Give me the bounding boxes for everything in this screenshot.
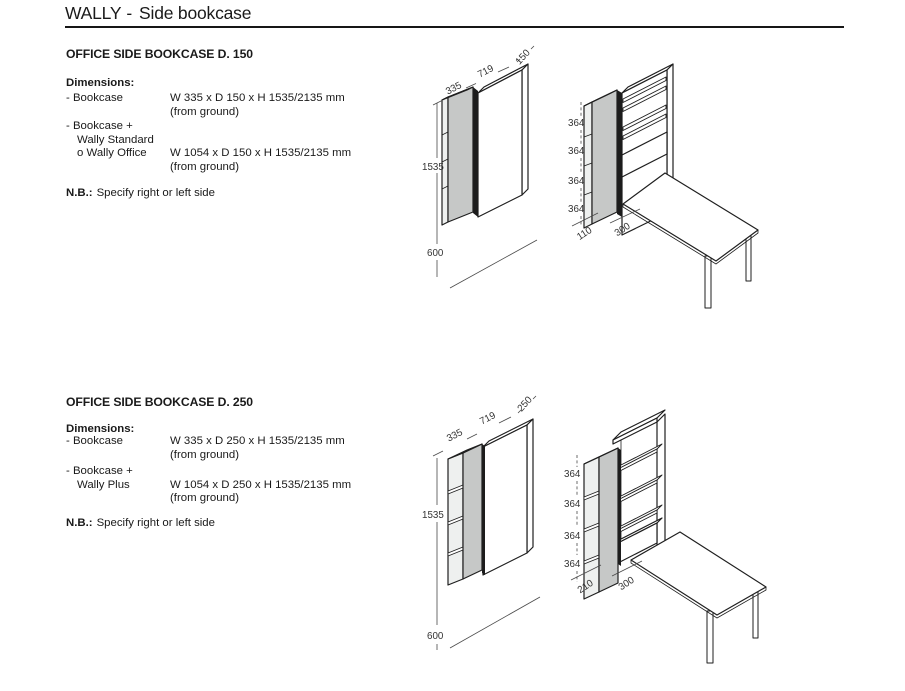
- row-value-note: (from ground): [170, 105, 240, 118]
- object-side-bookcase: [583, 447, 621, 600]
- dim-label-height: 1535: [422, 510, 444, 521]
- row-value: W 1054 x D 250 x H 1535/2135 mm: [170, 478, 352, 491]
- dim-label-spacing: 364: [564, 559, 581, 570]
- dim-label-depth: 150: [514, 47, 533, 67]
- dimension-lines: [571, 102, 641, 227]
- header-rule: [65, 26, 844, 28]
- dimension-row: - Bookcase + Wally Standard o Wally Offi…: [66, 120, 396, 174]
- dimensions-label: Dimensions:: [66, 423, 135, 435]
- dim-label-ground: 600: [427, 631, 444, 642]
- dim-label-spacing: 364: [568, 176, 585, 187]
- row-value: W 335 x D 150 x H 1535/2135 mm: [170, 92, 345, 104]
- nb-note: N.B.:Specify right or left side: [66, 187, 215, 201]
- row-value-note: (from ground): [170, 448, 240, 461]
- dim-label-spacing: 364: [568, 118, 585, 129]
- section-heading: OFFICE SIDE BOOKCASE D. 150: [66, 47, 253, 61]
- object-desk: [630, 531, 767, 664]
- dimension-row: - Bookcase W 335 x D 150 x H 1535/2135 m…: [66, 92, 396, 119]
- row-value: W 335 x D 250 x H 1535/2135 mm: [170, 435, 345, 447]
- dim-label-width-panel: 719: [476, 63, 496, 80]
- row-label: - Bookcase: [66, 435, 123, 447]
- dimension-lines: [570, 455, 643, 582]
- dimension-row: - Bookcase W 335 x D 250 x H 1535/2135 m…: [66, 435, 396, 462]
- page-title-product: WALLY: [65, 3, 122, 23]
- object-desk: [622, 172, 759, 309]
- drawing-d150-bookcase-desk: 364 364 364 364 110 300: [568, 63, 759, 309]
- page-title-separator: -: [126, 3, 133, 23]
- object-bookcase-panel: [447, 418, 534, 586]
- row-label: - Bookcase +: [66, 465, 133, 477]
- page-title-variant: Side bookcase: [139, 3, 252, 23]
- dim-label-depth: 250: [516, 394, 535, 414]
- page-title: WALLY-Side bookcase: [65, 3, 251, 24]
- nb-label: N.B.:: [66, 187, 93, 199]
- object-side-bookcase: [583, 89, 622, 229]
- dim-label-spacing: 364: [564, 531, 581, 542]
- dim-label-offset: 300: [617, 575, 637, 593]
- section-heading: OFFICE SIDE BOOKCASE D. 250: [66, 395, 253, 409]
- dimension-lines: [432, 45, 538, 289]
- row-label: - Bookcase +: [66, 120, 133, 132]
- dim-label-spacing: 364: [568, 146, 585, 157]
- dim-label-spacing: 364: [564, 499, 581, 510]
- nb-label: N.B.:: [66, 517, 93, 529]
- row-label: Wally Plus: [77, 478, 130, 491]
- dim-label-depth-front: 110: [575, 225, 595, 243]
- drawing-d150-bookcase: 335 719 150 1535 600: [422, 45, 538, 289]
- row-label: o Wally Office: [77, 147, 147, 159]
- row-label: Wally Standard: [77, 133, 154, 146]
- object-bookcase-panel: [441, 63, 529, 226]
- dim-label-spacing: 364: [564, 469, 581, 480]
- dim-label-width-bookcase: 335: [445, 427, 465, 444]
- row-value: W 1054 x D 150 x H 1535/2135 mm: [170, 147, 352, 159]
- nb-text: Specify right or left side: [96, 517, 215, 529]
- dimension-lines: [432, 395, 541, 650]
- drawing-d250-bookcase: 335 719 250 1535 600: [422, 394, 541, 650]
- dimension-row: - Bookcase + Wally Plus W 1054 x D 250 x…: [66, 465, 396, 506]
- dim-label-spacing: 364: [568, 204, 585, 215]
- dimensions-label: Dimensions:: [66, 77, 135, 89]
- row-value-note: (from ground): [170, 160, 240, 173]
- dim-label-width-panel: 719: [478, 410, 498, 427]
- dim-label-ground: 600: [427, 248, 444, 259]
- dim-label-height: 1535: [422, 162, 444, 173]
- drawing-d250-bookcase-desk: 364 364 364 364 210 300: [564, 409, 767, 664]
- row-label: - Bookcase: [66, 92, 123, 104]
- row-value-note: (from ground): [170, 492, 240, 504]
- nb-note: N.B.:Specify right or left side: [66, 517, 215, 531]
- nb-text: Specify right or left side: [96, 187, 215, 199]
